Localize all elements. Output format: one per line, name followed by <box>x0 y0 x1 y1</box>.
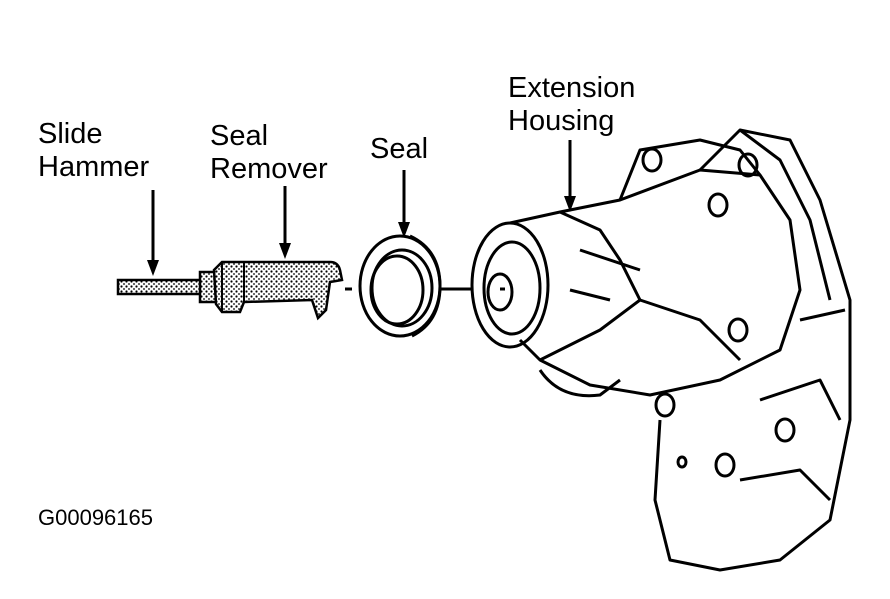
label-seal-remover-line1: Seal <box>210 120 269 152</box>
seal-remover <box>212 260 344 321</box>
figure-id: G00096165 <box>38 505 153 530</box>
label-extension-housing: Extension Housing <box>508 72 635 138</box>
slide-hammer <box>116 270 224 304</box>
label-seal-line1: Seal <box>370 133 429 165</box>
label-slide-hammer-line1: Slide <box>38 118 103 150</box>
label-slide-hammer-line2: Hammer <box>38 151 150 183</box>
label-seal: Seal <box>370 133 428 166</box>
extension-housing <box>470 128 852 572</box>
label-slide-hammer: Slide Hammer <box>38 118 149 184</box>
label-seal-remover-line2: Remover <box>210 153 328 185</box>
label-extension-housing-line2: Housing <box>508 105 615 137</box>
seal <box>358 234 442 338</box>
label-seal-remover: Seal Remover <box>210 120 328 186</box>
pointer-arrows <box>147 140 576 276</box>
label-extension-housing-line1: Extension <box>508 72 636 104</box>
